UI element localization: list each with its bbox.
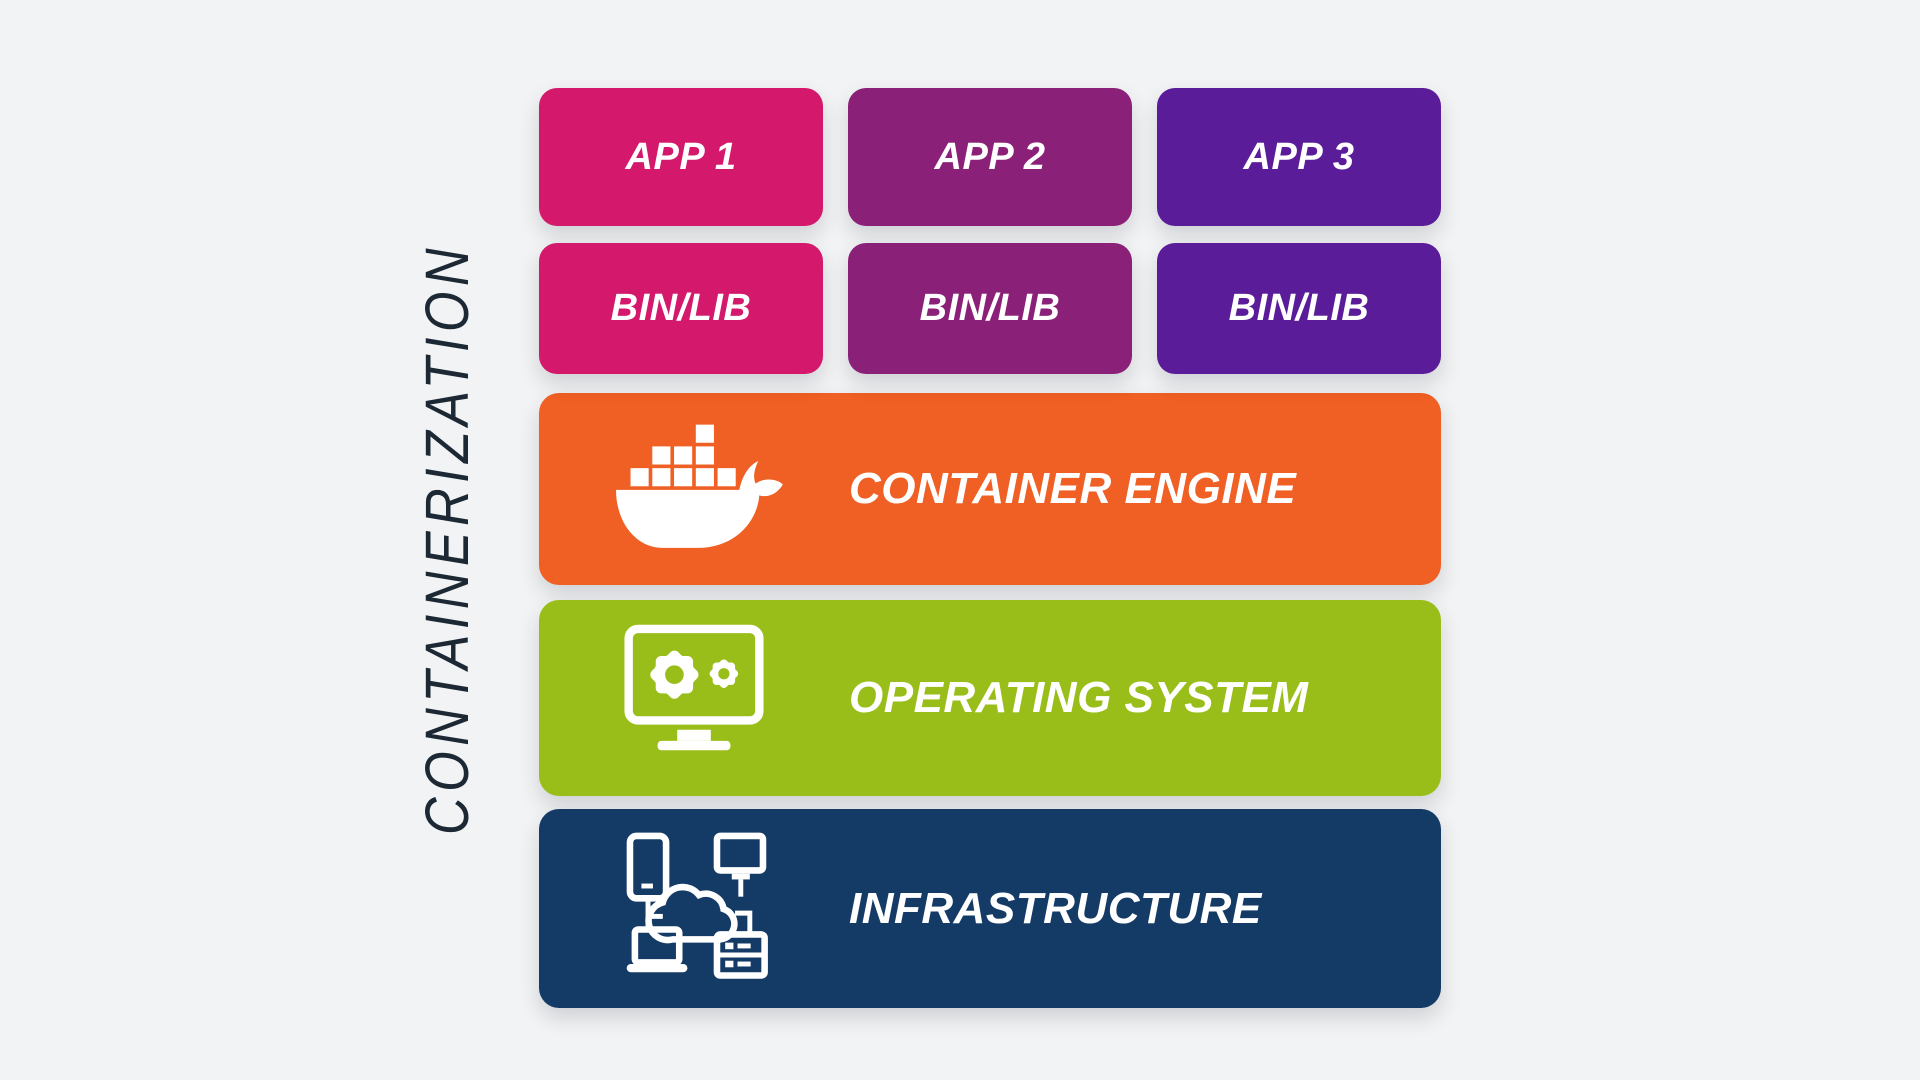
binlib3-box: BIN/LIB xyxy=(1157,243,1441,374)
app2-label: APP 2 xyxy=(934,135,1046,178)
stack-diagram: APP 1 APP 2 APP 3 BIN/LIB BIN/LIB BIN/LI… xyxy=(539,88,1441,1008)
app1-label: APP 1 xyxy=(625,135,737,178)
laptop-icon xyxy=(631,925,683,966)
apps-row: APP 1 APP 2 APP 3 xyxy=(539,88,1441,226)
binlib-row: BIN/LIB BIN/LIB BIN/LIB xyxy=(539,243,1441,374)
app1-box: APP 1 xyxy=(539,88,823,226)
operating-system-icon-col xyxy=(539,623,849,773)
operating-system-label: OPERATING SYSTEM xyxy=(849,673,1309,722)
cloud-network-icon xyxy=(626,832,768,979)
binlib3-label: BIN/LIB xyxy=(1228,287,1370,329)
binlib1-box: BIN/LIB xyxy=(539,243,823,374)
monitor-icon xyxy=(713,832,767,874)
gear-small-icon xyxy=(709,659,739,689)
binlib1-label: BIN/LIB xyxy=(610,287,752,329)
gear-large-icon xyxy=(650,650,699,699)
phone-icon xyxy=(626,832,670,902)
monitor-gears-icon xyxy=(624,624,764,751)
app3-label: APP 3 xyxy=(1243,135,1355,178)
binlib2-label: BIN/LIB xyxy=(919,287,1061,329)
operating-system-layer: OPERATING SYSTEM xyxy=(539,600,1441,796)
app2-box: APP 2 xyxy=(848,88,1132,226)
infrastructure-icon-col xyxy=(539,831,849,987)
binlib2-box: BIN/LIB xyxy=(848,243,1132,374)
container-engine-layer: CONTAINER ENGINE xyxy=(539,393,1441,585)
diagram-title-vertical: CONTAINERIZATION xyxy=(412,243,482,835)
container-engine-icon-col xyxy=(539,421,849,557)
network-links xyxy=(645,878,753,934)
container-engine-label: CONTAINER ENGINE xyxy=(849,464,1297,513)
infrastructure-label: INFRASTRUCTURE xyxy=(849,883,1262,933)
app3-box: APP 3 xyxy=(1157,88,1441,226)
docker-whale-icon xyxy=(616,424,783,548)
infrastructure-layer: INFRASTRUCTURE xyxy=(539,809,1441,1008)
